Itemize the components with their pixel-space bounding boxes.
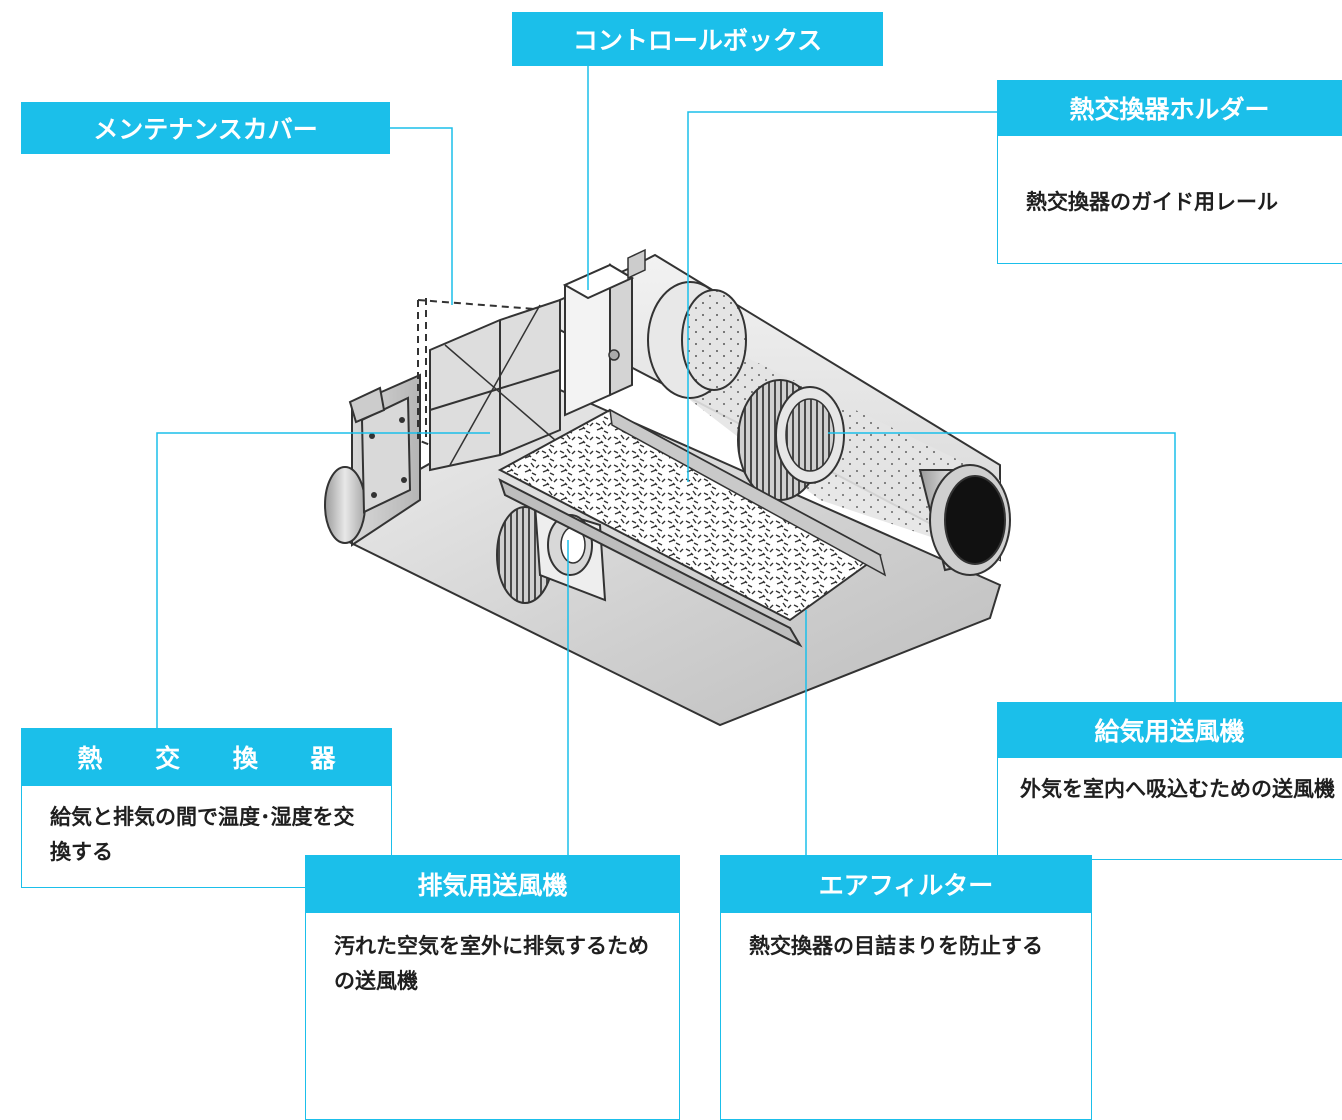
hx-holder-desc: 熱交換器のガイド用レール xyxy=(997,136,1342,264)
mounting-plate xyxy=(360,396,412,514)
air-filter-drawing xyxy=(497,408,887,648)
upper-duct xyxy=(647,281,747,399)
heat-exchanger-title: 熱 交 換 器 xyxy=(21,728,392,786)
supply-fan-desc: 外気を室内へ吸込むための送風機 xyxy=(997,758,1342,860)
control-box-title: コントロールボックス xyxy=(512,12,883,66)
air-filter-desc: 熱交換器の目詰まりを防止する xyxy=(720,913,1092,1120)
leader-hx-holder xyxy=(687,111,997,482)
supply-fan-drawing xyxy=(737,379,845,501)
unit-left-side xyxy=(324,373,421,547)
callout-air-filter: エアフィルター 熱交換器の目詰まりを防止する xyxy=(720,855,1092,1120)
callout-supply-fan: 給気用送風機 外気を室内へ吸込むための送風機 xyxy=(997,702,1342,860)
maintenance-cover-title: メンテナンスカバー xyxy=(21,102,390,154)
right-duct-outlet xyxy=(918,464,1011,576)
hx-holder-title: 熱交換器ホルダー xyxy=(997,80,1342,136)
leader-maintenance-cover xyxy=(390,127,453,305)
callout-heat-exchanger: 熱 交 換 器 給気と排気の間で温度･湿度を交換する xyxy=(21,728,392,888)
leader-heat-exchanger xyxy=(156,432,490,728)
heat-exchanger-desc: 給気と排気の間で温度･湿度を交換する xyxy=(21,786,392,888)
exhaust-fan-desc: 汚れた空気を室外に排気するための送風機 xyxy=(305,913,680,1120)
control-box-body xyxy=(562,248,646,417)
leader-lines xyxy=(156,66,1176,855)
exhaust-fan-title: 排気用送風機 xyxy=(305,855,680,913)
callout-hx-holder: 熱交換器ホルダー 熱交換器のガイド用レール xyxy=(997,80,1342,264)
air-filter-title: エアフィルター xyxy=(720,855,1092,913)
supply-fan-title: 給気用送風機 xyxy=(997,702,1342,758)
callout-maintenance-cover: メンテナンスカバー xyxy=(21,102,390,154)
leader-supply-fan xyxy=(828,432,1176,702)
callout-exhaust-fan: 排気用送風機 汚れた空気を室外に排気するための送風機 xyxy=(305,855,680,1120)
callout-control-box: コントロールボックス xyxy=(512,12,883,66)
heat-exchanger-frame xyxy=(429,298,561,472)
